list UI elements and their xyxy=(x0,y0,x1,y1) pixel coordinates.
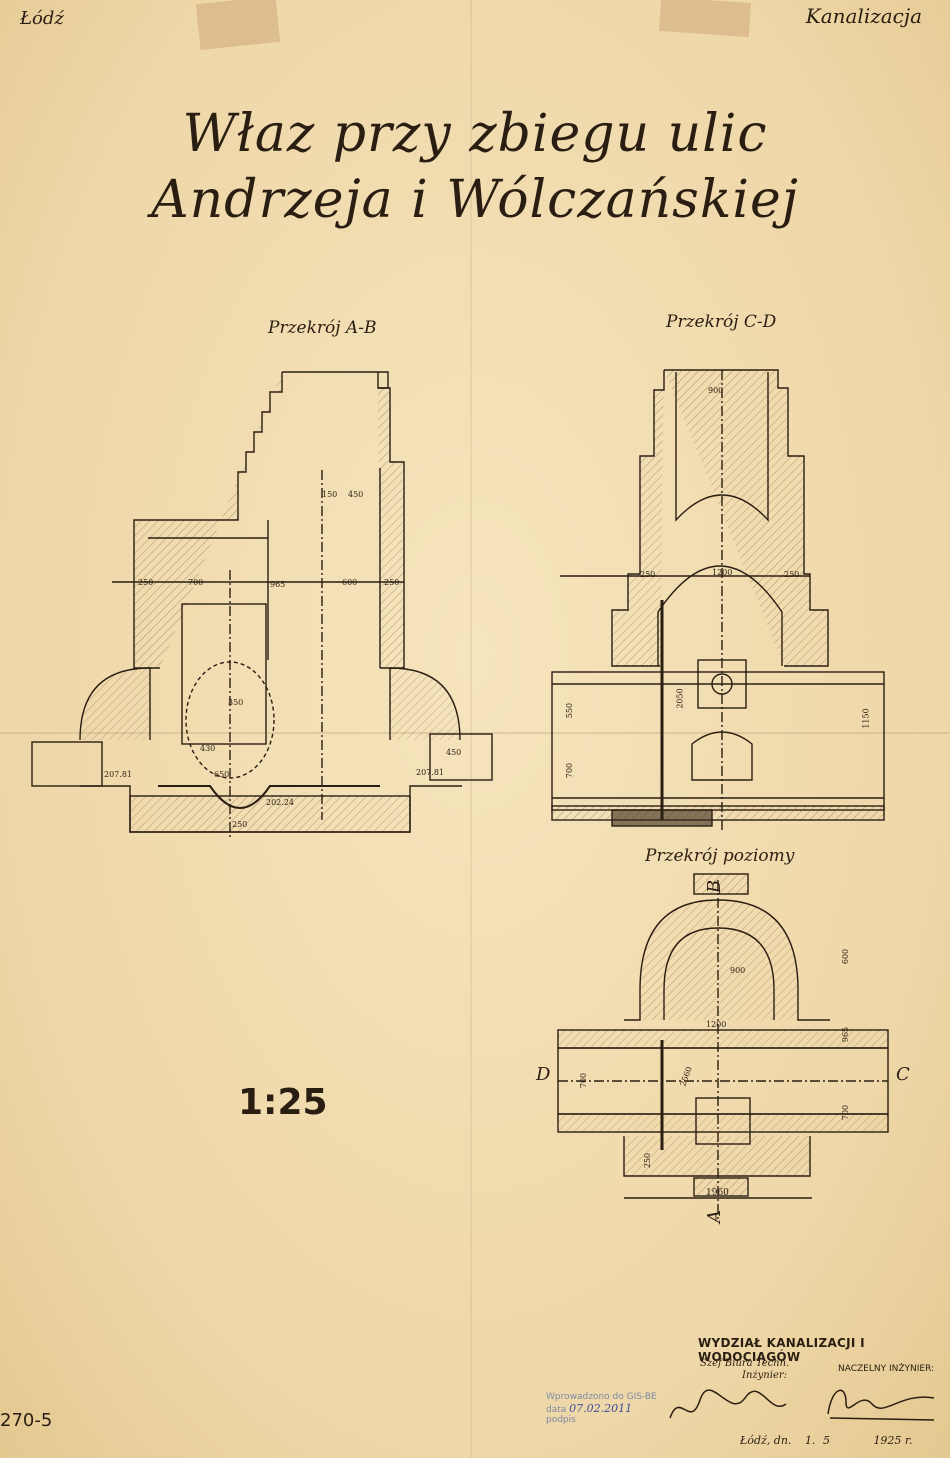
dim-label: 900 xyxy=(730,966,746,975)
dim-label: 450 xyxy=(348,490,364,499)
section-horizontal-drawing xyxy=(557,873,889,1220)
chief-engineer-label: NACZELNY INŻYNIER: xyxy=(838,1364,935,1374)
dim-label: 150 xyxy=(322,490,338,499)
date-day: 1. xyxy=(804,1434,816,1447)
date-prefix: Łódź, dn. xyxy=(740,1434,792,1447)
archive-number: 270-5 xyxy=(0,1410,53,1431)
section-title-ab: Przekrój A-B xyxy=(268,318,377,338)
section-mark-d: D xyxy=(536,1064,551,1085)
dim-label: 450 xyxy=(446,748,462,757)
title-line-2: Andrzeja i Wólczańskiej xyxy=(151,170,799,230)
document-date: Łódź, dn. 1. 5 1925 r. xyxy=(740,1434,912,1447)
city-label: Łódź xyxy=(20,8,64,29)
section-mark-c: C xyxy=(896,1064,910,1085)
dim-label: 250 xyxy=(384,578,400,587)
engineer-title: Inżynier: xyxy=(742,1370,788,1381)
engineer-signature xyxy=(669,1389,787,1419)
chief-engineer-signature xyxy=(827,1389,935,1421)
dim-label: 1200 xyxy=(706,1020,727,1029)
dim-label: 250 xyxy=(232,820,248,829)
date-year: 1925 r. xyxy=(873,1434,913,1447)
dim-label: 207.81 xyxy=(104,770,132,779)
scale-label: 1:25 xyxy=(238,1082,328,1123)
dim-label: 1960 xyxy=(706,1188,729,1198)
title-line-1: Właz przy zbiegu ulic xyxy=(182,104,768,164)
gis-stamp: Wprowadzono do GIS-BE data 07.02.2011 po… xyxy=(546,1392,657,1425)
dim-label: 202.24 xyxy=(266,798,294,807)
dim-label: 1200 xyxy=(712,568,733,577)
dim-label: 900 xyxy=(708,386,724,395)
dim-label: 600 xyxy=(342,578,358,587)
dim-label: 700 xyxy=(188,578,204,587)
stamp-signature-label: podpis xyxy=(546,1415,576,1425)
department-name: WYDZIAŁ KANALIZACJI I WODOCIĄGÓW xyxy=(698,1336,865,1364)
dim-label: 250 xyxy=(640,570,656,579)
fold-line-vertical xyxy=(470,0,472,1458)
office-head-title: Szef Biura Techn. xyxy=(700,1358,790,1369)
section-ab-drawing xyxy=(31,371,493,840)
stamp-date-label: data xyxy=(546,1405,567,1415)
dim-label: 207.81 xyxy=(416,768,444,777)
stamp-date-row: data 07.02.2011 xyxy=(546,1402,657,1415)
dim-label: 965 xyxy=(270,580,286,589)
dim-label: 250 xyxy=(784,570,800,579)
fold-line-horizontal xyxy=(0,732,950,734)
section-cd-drawing xyxy=(551,369,885,830)
date-month: 5 xyxy=(822,1434,830,1447)
dim-label: 650 xyxy=(214,770,230,779)
section-title-cd: Przekrój C-D xyxy=(666,312,777,332)
dim-label: 430 xyxy=(200,744,216,753)
dim-label: 250 xyxy=(138,578,154,587)
section-title-horizontal: Przekrój poziomy xyxy=(645,846,795,866)
stamp-entered: Wprowadzono do GIS-BE xyxy=(546,1392,657,1402)
stamp-date-value: 07.02.2011 xyxy=(569,1402,633,1415)
dim-label: 350 xyxy=(228,698,244,707)
subject-label: Kanalizacja xyxy=(805,4,922,28)
